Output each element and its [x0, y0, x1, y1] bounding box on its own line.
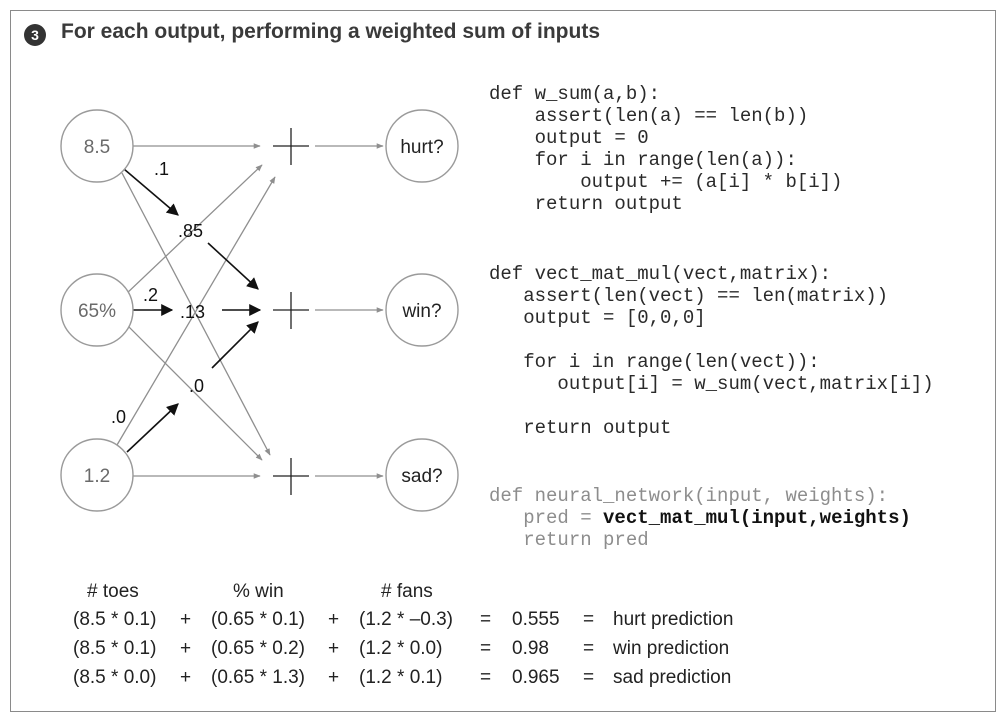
edge-win-hurt	[124, 164, 263, 296]
code-w-sum: def w_sum(a,b): assert(len(a) == len(b))…	[489, 83, 842, 215]
code-line: output += (a[i] * b[i])	[489, 171, 843, 193]
column-header-fans: # fans	[381, 581, 433, 602]
weight-label: .0	[111, 407, 126, 427]
equation-b: (0.65 * 0.2)	[211, 638, 305, 659]
code-vect-mat-mul: def vect_mat_mul(vect,matrix): assert(le…	[489, 263, 934, 439]
sum-cross-hurt	[273, 128, 309, 165]
input-label-fans: 1.2	[84, 466, 110, 487]
figure-frame	[10, 10, 996, 712]
weight-label: .1	[154, 159, 169, 179]
figure-title: For each output, performing a weighted s…	[61, 20, 601, 43]
equation-a: (8.5 * 0.1)	[73, 638, 157, 659]
code-line: return output	[489, 193, 683, 215]
equation-eq2: =	[583, 638, 595, 659]
code-line: for i in range(len(a)):	[489, 149, 797, 171]
input-node-fans	[60, 438, 134, 512]
input-label-toes: 8.5	[84, 137, 110, 158]
step-badge: 3	[24, 24, 46, 46]
code-line: for i in range(len(vect)):	[489, 351, 820, 373]
code-line: output[i] = w_sum(vect,matrix[i])	[489, 373, 934, 395]
code-line: assert(len(a) == len(b))	[489, 105, 809, 127]
code-line: def vect_mat_mul(vect,matrix):	[489, 263, 832, 285]
input-label-win: 65%	[78, 301, 116, 322]
output-label-hurt: hurt?	[400, 137, 443, 158]
code-line: return output	[489, 417, 672, 439]
equation-label: win prediction	[613, 638, 730, 659]
edge-fans-win-a	[126, 403, 179, 453]
equation-c: (1.2 * 0.0)	[359, 638, 443, 659]
weight-label: .0	[189, 376, 204, 396]
weight-label: .2	[143, 285, 158, 305]
equation-op2: +	[328, 638, 340, 659]
weight-label: .85	[178, 221, 203, 241]
equation-op1: +	[180, 667, 192, 688]
equation-op2: +	[328, 667, 340, 688]
code-line: def neural_network(input, weights):	[489, 485, 889, 507]
column-header-toes: # toes	[87, 581, 139, 602]
equation-b: (0.65 * 0.1)	[211, 609, 305, 630]
equation-eq1: =	[480, 638, 492, 659]
equation-b: (0.65 * 1.3)	[211, 667, 305, 688]
column-header-win: % win	[233, 581, 284, 602]
output-node-hurt	[385, 109, 459, 183]
equation-eq2: =	[583, 609, 595, 630]
equation-result: 0.98	[512, 638, 549, 659]
equation-op1: +	[180, 638, 192, 659]
equation-a: (8.5 * 0.0)	[73, 667, 157, 688]
output-label-win: win?	[401, 301, 441, 322]
code-line: pred =	[489, 507, 604, 529]
input-node-toes	[60, 109, 134, 183]
code-line: output = [0,0,0]	[489, 307, 706, 329]
output-label-sad: sad?	[401, 466, 442, 487]
sum-cross-sad	[273, 458, 309, 495]
equation-c: (1.2 * –0.3)	[359, 609, 453, 630]
equation-label: sad prediction	[613, 667, 732, 688]
equation-eq1: =	[480, 667, 492, 688]
equation-a: (8.5 * 0.1)	[73, 609, 157, 630]
code-line: def w_sum(a,b):	[489, 83, 661, 105]
input-node-win	[60, 273, 134, 347]
weight-label: .13	[180, 302, 205, 322]
sum-cross-win	[273, 292, 309, 329]
edge-win-sad	[125, 323, 263, 461]
code-highlight: vect_mat_mul(input,weights)	[603, 507, 911, 529]
output-node-win	[385, 273, 459, 347]
code-line: output = 0	[489, 127, 649, 149]
edge-fans-hurt	[116, 176, 276, 446]
code-line: return pred	[489, 529, 649, 551]
equation-result: 0.965	[512, 667, 560, 688]
edge-toes-win-b	[207, 242, 259, 290]
equation-eq1: =	[480, 609, 492, 630]
code-neural-network: def neural_network(input, weights): pred…	[489, 485, 911, 551]
edge-toes-sad	[121, 172, 271, 456]
output-node-sad	[385, 438, 459, 512]
edge-fans-win-b	[211, 321, 259, 369]
equation-c: (1.2 * 0.1)	[359, 667, 443, 688]
code-line: assert(len(vect) == len(matrix))	[489, 285, 889, 307]
equation-op1: +	[180, 609, 192, 630]
edge-toes-win-a	[123, 168, 179, 216]
equation-label: hurt prediction	[613, 609, 734, 630]
equation-op2: +	[328, 609, 340, 630]
equation-result: 0.555	[512, 609, 560, 630]
equation-eq2: =	[583, 667, 595, 688]
